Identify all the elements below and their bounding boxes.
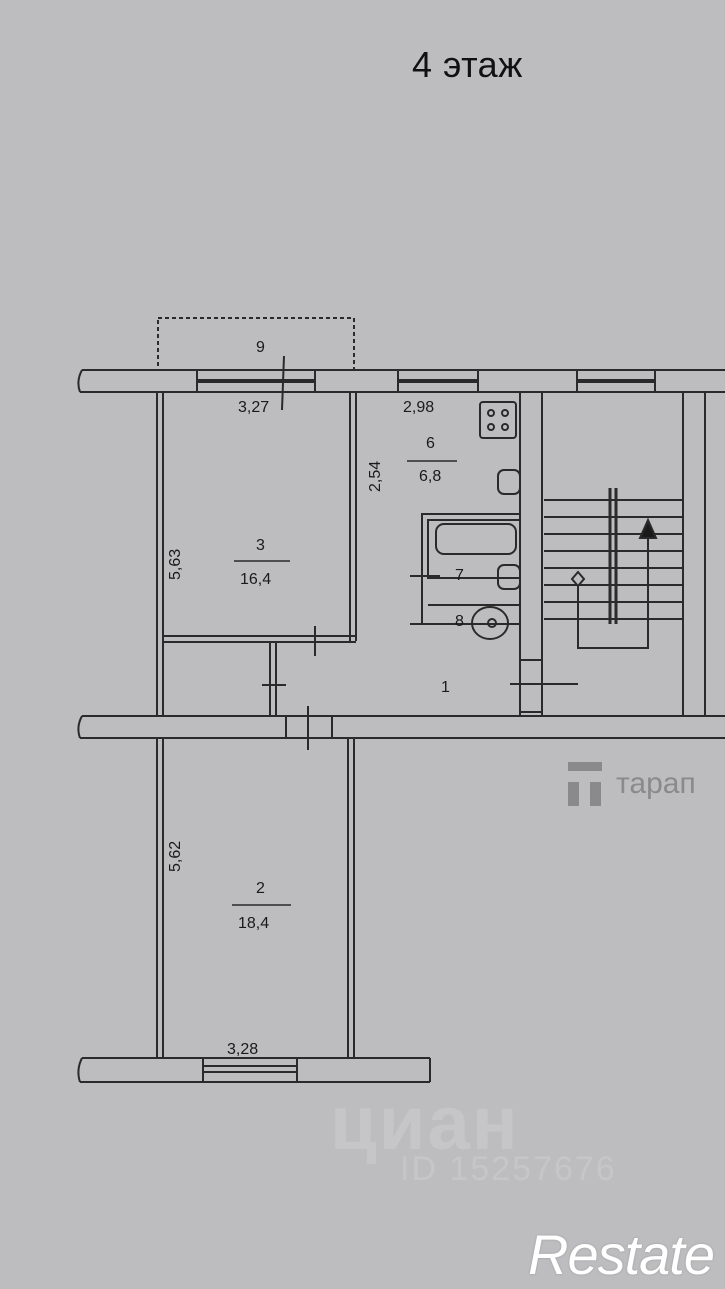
tarap-watermark: тарап	[568, 762, 696, 806]
room-9-label: 9	[256, 339, 265, 356]
room-7-label: 7	[455, 567, 464, 584]
dim-room6-depth: 2,54	[367, 461, 384, 492]
room-1-label: 1	[441, 679, 450, 696]
room-6-label: 6	[426, 435, 435, 452]
restate-logo: Restate	[528, 1223, 715, 1286]
room-8-label: 8	[455, 613, 464, 630]
room-2-label: 2	[256, 880, 265, 897]
room-3-area: 16,4	[240, 571, 271, 588]
floor-title: 4 этаж	[412, 44, 523, 85]
room-6-area: 6,8	[419, 468, 441, 485]
dim-room3-width: 3,27	[238, 399, 269, 416]
tarap-logo-icon	[568, 762, 602, 806]
dim-room2-width: 3,28	[227, 1041, 258, 1058]
tarap-watermark-text: тарап	[616, 767, 696, 800]
dim-room2-depth: 5,62	[167, 841, 184, 872]
dim-room3-depth: 5,63	[167, 549, 184, 580]
cian-watermark: циан	[330, 1081, 520, 1166]
cian-id-watermark: ID 15257676	[400, 1150, 617, 1188]
room-3-label: 3	[256, 537, 265, 554]
room-2-area: 18,4	[238, 915, 269, 932]
dim-room6-width: 2,98	[403, 399, 434, 416]
